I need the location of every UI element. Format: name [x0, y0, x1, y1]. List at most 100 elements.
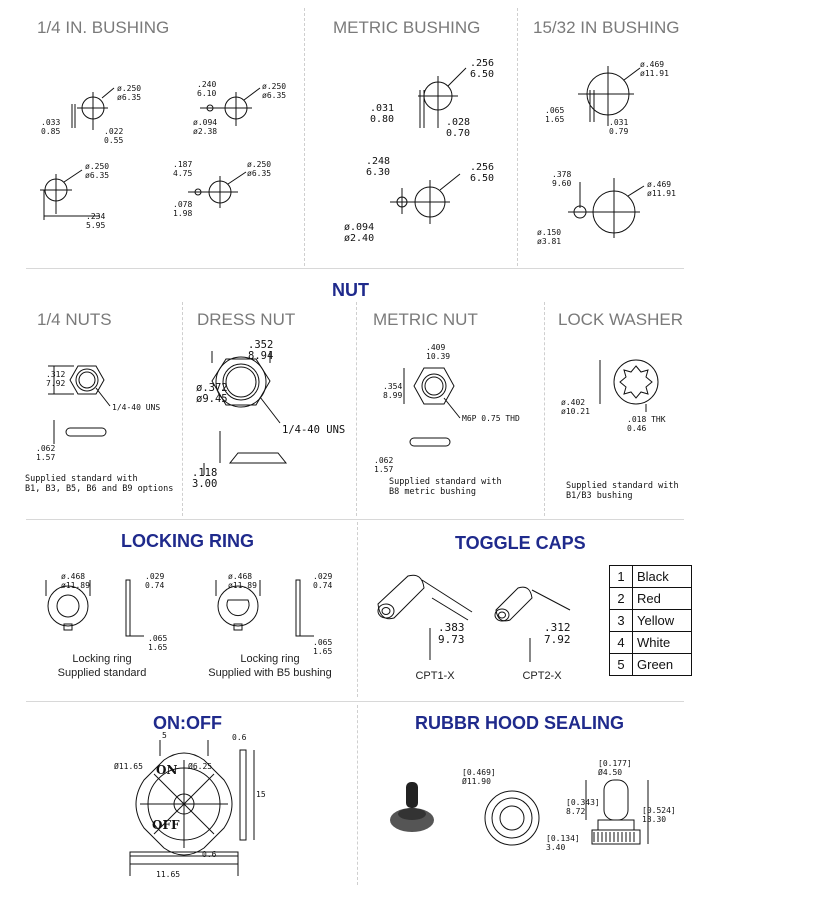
hood-side-drawing	[584, 772, 674, 862]
dim-hood-left: [0.343] 8.72	[566, 798, 600, 816]
title-locking-ring: LOCKING RING	[121, 531, 254, 551]
dim-onoff-height: 15	[256, 790, 266, 799]
quarter-bushing-drawing-2	[200, 92, 270, 132]
dim-metric-bushing-2b: .256 6.50	[470, 162, 495, 184]
hood-front-drawing	[478, 784, 548, 854]
dress-nut-drawing	[200, 345, 330, 485]
dim-metric-bushing-2c: ø.094 ø2.40	[344, 222, 375, 244]
quarter-nut-drawing	[48, 348, 128, 458]
dim-onoff-top: 5	[162, 731, 167, 740]
dim-quarter-bushing-3a: ø.250 ø6.35	[85, 162, 110, 180]
title-nut: NUT	[332, 280, 369, 300]
dim-onoff-thick: 0.6	[202, 850, 217, 859]
color-name: Black	[632, 565, 692, 588]
dim-locking-ring-2-dia: ø.468 ø11.89	[228, 572, 257, 590]
dim-f1532-bushing-1c: .031 0.79	[609, 118, 629, 136]
title-toggle-caps: TOGGLE CAPS	[455, 533, 586, 553]
dim-f1532-bushing-1a: ø.469 ø11.91	[640, 60, 669, 78]
dim-quarter-bushing-4b: ø.250 ø6.35	[247, 160, 272, 178]
dim-quarter-bushing-2b: ø.250 ø6.35	[262, 82, 287, 100]
dim-f1532-bushing-1b: .065 1.65	[545, 106, 565, 124]
dim-locking-ring-2-thk: .029 0.74	[313, 572, 333, 590]
dim-locking-ring-2-h: .065 1.65	[313, 638, 333, 656]
dim-quarter-bushing-3b: .234 5.95	[86, 212, 106, 230]
metric-nut-drawing	[396, 350, 476, 460]
dim-dress-nut-thread: 1/4-40 UNS	[282, 424, 346, 436]
dim-onoff-left: Ø11.65	[114, 762, 143, 771]
separator-bushing-2	[517, 8, 518, 266]
dim-f1532-bushing-2b: ø.469 ø11.91	[647, 180, 676, 198]
caption-locking-ring-1-a: Locking ring	[72, 653, 132, 665]
label-off: OFF	[152, 818, 180, 832]
separator-row-2	[26, 519, 684, 520]
dim-quarter-bushing-2c: ø.094 ø2.38	[193, 118, 218, 136]
dim-hood-bottom: [0.134] 3.40	[546, 834, 580, 852]
onoff-side-drawing	[232, 740, 272, 850]
color-name: White	[632, 631, 692, 654]
title-rubber-hood: RUBBR HOOD SEALING	[415, 713, 625, 733]
header-dress-nut: DRESS NUT	[197, 310, 296, 329]
dim-quarter-bushing-1b: .033 0.85	[41, 118, 61, 136]
dim-metric-bushing-2a: .248 6.30	[366, 156, 391, 178]
dim-onoff-bottom: 11.65	[156, 870, 181, 879]
toggle-cap-2-drawing	[490, 580, 590, 670]
color-number: 3	[609, 609, 633, 632]
dim-dress-nut-dia: ø.372 ø9.45	[196, 382, 228, 405]
lock-washer-drawing	[598, 352, 678, 432]
quarter-bushing-drawing-4	[188, 178, 268, 218]
dim-metric-bushing-1b: .031 0.80	[370, 103, 395, 125]
caption-locking-ring-2-b: Supplied with B5 bushing	[208, 667, 332, 679]
dim-quarter-bushing-1c: .022 0.55	[104, 127, 124, 145]
dim-toggle-cap-2: .312 7.92	[544, 621, 571, 646]
dim-hood-front: [0.469] Ø11.90	[462, 768, 496, 786]
title-onoff: ON:OFF	[153, 713, 222, 733]
dim-metric-bushing-1c: .028 0.70	[446, 117, 471, 139]
dim-hood-right: [0.524] 13.30	[642, 806, 676, 824]
dim-quarter-nut-thread: 1/4-40 UNS	[112, 403, 161, 412]
dim-dress-nut-thick: .118 3.00	[192, 467, 218, 490]
header-metric-bushing: METRIC BUSHING	[333, 18, 481, 37]
color-number: 4	[609, 631, 633, 654]
dim-onoff-right: Ø6.25	[188, 762, 213, 771]
toggle-cap-1-drawing	[372, 568, 482, 668]
dim-lock-washer-dia: ø.402 ø10.21	[561, 398, 590, 416]
dim-quarter-bushing-2a: .240 6.10	[197, 80, 217, 98]
separator-nut-1	[182, 302, 183, 516]
onoff-plate-drawing	[120, 740, 270, 890]
label-on: ON	[156, 763, 178, 777]
note-lock-washer: Supplied standard with B1/B3 bushing	[566, 481, 679, 501]
dim-metric-nut-height: .354 8.99	[383, 382, 403, 400]
header-lock-washer: LOCK WASHER	[558, 310, 684, 329]
f1532-bushing-drawing-1	[568, 66, 658, 136]
dim-metric-bushing-1a: .256 6.50	[470, 58, 495, 80]
dim-quarter-bushing-1a: ø.250 ø6.35	[117, 84, 142, 102]
hood-photo-drawing	[390, 782, 434, 832]
locking-ring-drawing-1	[40, 580, 170, 650]
color-number: 2	[609, 587, 633, 610]
metric-bushing-drawing-1	[400, 68, 480, 133]
dim-metric-nut-thread: M6P 0.75 THD	[462, 414, 520, 423]
note-metric-nut: Supplied standard with B8 metric bushing	[389, 477, 502, 497]
quarter-bushing-drawing-3	[40, 170, 120, 230]
header-metric-nut: METRIC NUT	[373, 310, 478, 329]
color-name: Green	[632, 653, 692, 676]
separator-row4-mid	[357, 705, 358, 885]
dim-quarter-nut-size: .312 7.92	[46, 370, 66, 388]
f1532-bushing-drawing-2	[568, 178, 658, 238]
label-toggle-cap-1: CPT1-X	[415, 670, 455, 682]
dim-quarter-bushing-4c: .078 1.98	[173, 200, 193, 218]
dim-locking-ring-1-thk: .029 0.74	[145, 572, 165, 590]
locking-ring-drawing-2	[210, 580, 340, 650]
dim-lock-washer-thk: .018 THK 0.46	[627, 415, 666, 433]
header-quarter-bushing: 1/4 IN. BUSHING	[37, 18, 170, 37]
dim-metric-nut-thick: .062 1.57	[374, 456, 394, 474]
header-1532-bushing: 15/32 IN BUSHING	[533, 18, 680, 37]
caption-locking-ring-1-b: Supplied standard	[57, 667, 147, 679]
label-toggle-cap-2: CPT2-X	[522, 670, 562, 682]
dim-f1532-bushing-2a: .378 9.60	[552, 170, 572, 188]
